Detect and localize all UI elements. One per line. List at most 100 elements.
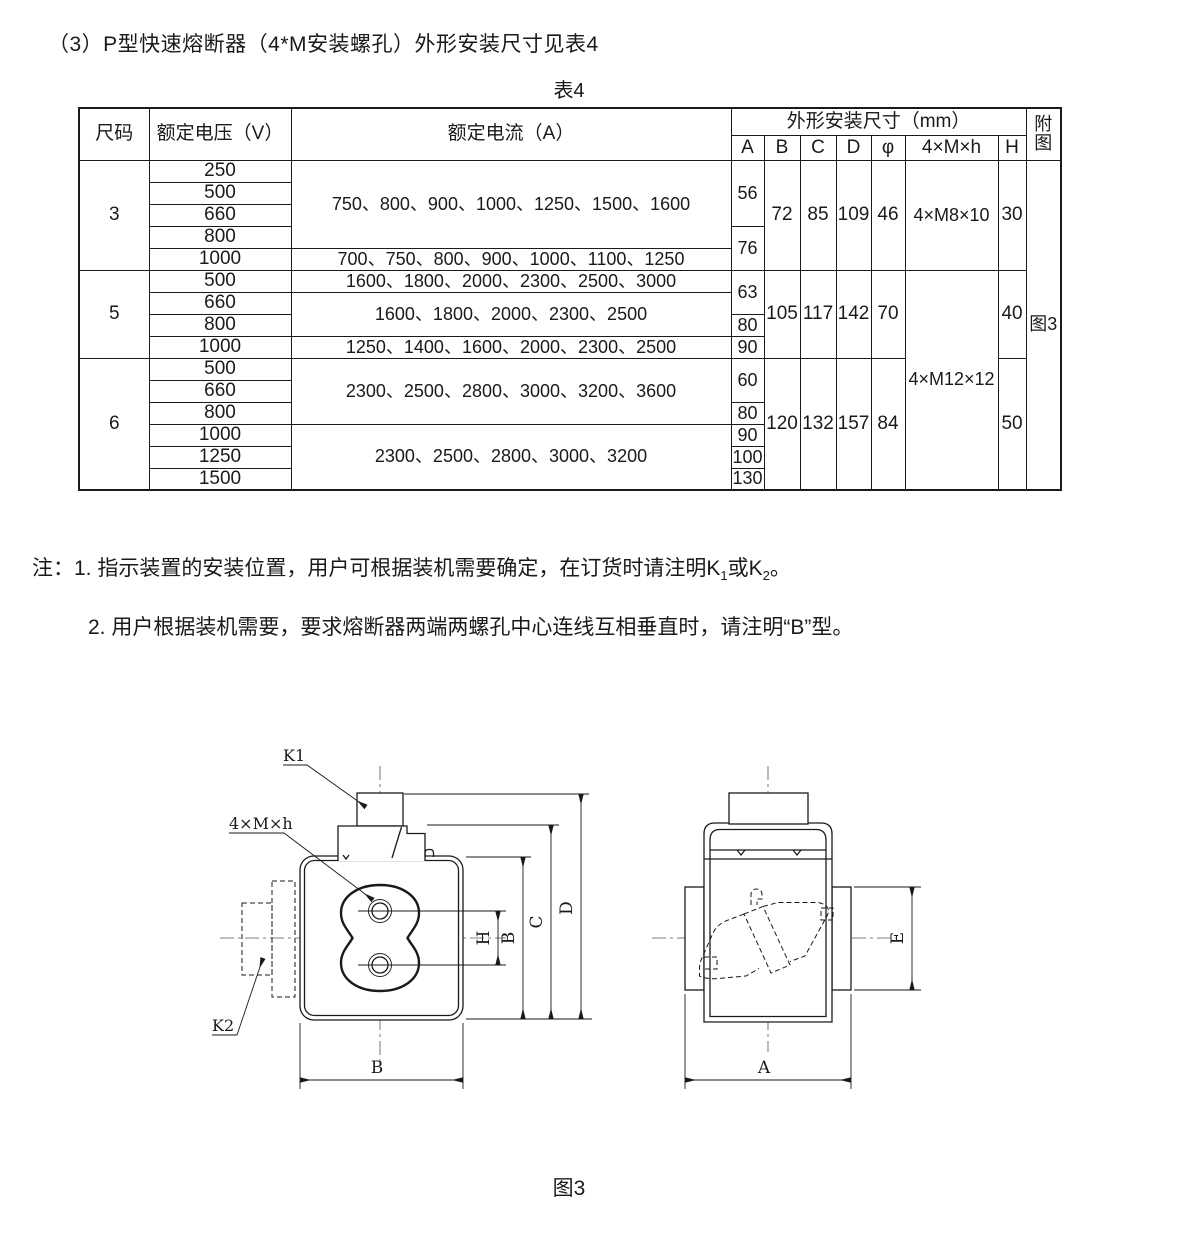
header-dim-c: C [799,134,837,161]
figure-caption: 图3 [552,1177,586,1200]
mounting-boss-contour [339,883,421,993]
header-dim-b: B [763,134,801,161]
cell-current: 2300、2500、2800、3000、3200 [290,423,732,491]
note-1-sub1: 1 [720,568,728,584]
cell-current: 2300、2500、2800、3000、3200、3600 [290,357,732,425]
cell-dim-a: 56 [730,159,765,227]
cell-current: 1600、1800、2000、2300、2500 [290,291,732,337]
cell-dim-a: 100 [730,445,765,469]
top-terminal-side [728,792,809,825]
cell-dim-c: 117 [799,269,837,359]
dimension-d: D [404,793,589,1020]
cell-dim-mxh: 4×M8×10 [904,159,999,271]
cell-dim-a: 80 [730,401,765,425]
table-row: 1000 700、750、800、900、1000、1100、1250 [79,247,1061,271]
dim-label-b-right: B [499,932,519,945]
dim-label-b-bottom: B [371,1058,384,1078]
header-rated-current: 额定电流（A） [290,107,732,161]
k2-label: K2 [212,1016,234,1035]
cell-dim-a: 63 [730,269,765,315]
cell-current: 1600、1800、2000、2300、2500、3000 [290,269,732,293]
table-row: 5 500 1600、1800、2000、2300、2500、3000 63 1… [78,269,1061,491]
cell-size: 6 [78,357,150,491]
cell-current: 750、800、900、1000、1250、1500、1600 [290,159,732,249]
fuse-body-front [299,855,464,1021]
header-dim-h: H [997,134,1027,161]
cell-voltage: 1000 [148,247,292,271]
cell-dim-a: 76 [730,225,765,271]
cell-dim-h: 40 [997,269,1027,359]
header-dim-d: D [835,134,872,161]
section-heading: （3）P型快速熔断器（4*M安装螺孔）外形安装尺寸见表4 [48,33,599,56]
cell-voltage: 800 [148,313,292,337]
cell-dim-d: 157 [835,357,872,491]
cell-voltage: 660 [148,379,292,403]
mounting-hole-bottom [368,953,392,977]
cell-size: 3 [78,159,150,271]
mxh-leader-line [229,832,375,903]
side-view: E A [652,766,921,1089]
mounting-hole-top [368,899,392,923]
k1-label: K1 [283,746,305,765]
dim-label-d: D [557,901,577,915]
dimension-c: C [427,824,559,1020]
cell-voltage: 500 [148,357,292,381]
notes-block: 注：1. 指示装置的安装位置，用户可根据装机需要确定，在订货时请注明K1或K2。… [32,552,972,641]
label-4xmxh: 4×M×h [229,814,375,903]
cell-voltage: 660 [148,291,292,315]
header-rated-voltage: 额定电压（V） [148,107,292,161]
cell-size: 5 [78,269,150,359]
dim-label-h: H [474,931,494,946]
k2-indicator-dashed-outline [241,880,296,998]
table-row: 1500 130 [79,467,1061,491]
cell-voltage: 1500 [148,467,292,491]
table-row: 660 [79,379,1061,403]
cell-dim-a: 90 [730,335,765,359]
dimensions-table: 尺码 额定电压（V） 额定电流（A） 外形安装尺寸（mm） 附图 A B C D… [78,107,1063,491]
cell-voltage: 1000 [148,335,292,359]
cell-dim-mxh: 4×M12×12 [904,269,999,491]
top-terminal-front [337,792,435,861]
dimension-h: H [474,910,501,966]
cell-dim-h: 50 [997,357,1027,491]
cell-dim-d: 142 [835,269,872,359]
table-row: 1000 1250、1400、1600、2000、2300、2500 90 [79,335,1061,359]
dimension-b-bottom: B [299,1023,464,1089]
mxh-label: 4×M×h [229,814,293,833]
header-dim-phi: φ [870,134,906,161]
note-1-end: 。 [769,557,791,580]
cell-current: 700、750、800、900、1000、1100、1250 [290,247,732,271]
side-tab-left [684,886,705,991]
side-tab-right [831,886,852,991]
note-1: 注：1. 指示装置的安装位置，用户可根据装机需要确定，在订货时请注明K1或K2。 [32,552,972,582]
fuse-body-side [703,822,833,1023]
table-row: 660 1600、1800、2000、2300、2500 [79,291,1061,337]
cell-voltage: 1000 [148,423,292,447]
note-1-sub2: 2 [762,568,770,584]
k2-leader-line [212,957,266,1036]
cell-voltage: 500 [148,269,292,293]
cell-voltage: 250 [148,159,292,183]
cell-dim-a: 90 [730,423,765,447]
dimension-a: A [684,994,852,1089]
cell-voltage: 1250 [148,445,292,469]
cell-dim-a: 80 [730,313,765,337]
table-caption: 表4 [553,80,585,102]
note-1-number: 1. [74,557,92,580]
technical-drawing: K1 4×M×h K2 H B [212,746,921,1089]
cell-dim-h: 30 [997,159,1027,271]
cell-dim-phi: 84 [870,357,906,491]
front-view: K1 4×M×h K2 H B [212,746,592,1089]
cell-dim-c: 132 [799,357,837,491]
internal-fuse-element-dashed [699,888,834,980]
cell-current: 1250、1400、1600、2000、2300、2500 [290,335,732,359]
dim-label-c: C [527,915,547,928]
note-1-text: 指示装置的安装位置，用户可根据装机需要确定，在订货时请注明K [97,557,721,580]
cell-dim-d: 109 [835,159,872,271]
cell-dim-b: 105 [763,269,801,359]
table-row: 1000 2300、2500、2800、3000、3200 90 [79,423,1061,491]
header-figure: 附图 [1025,107,1062,161]
note-2-number: 2. [88,616,106,639]
cell-voltage: 800 [148,401,292,425]
